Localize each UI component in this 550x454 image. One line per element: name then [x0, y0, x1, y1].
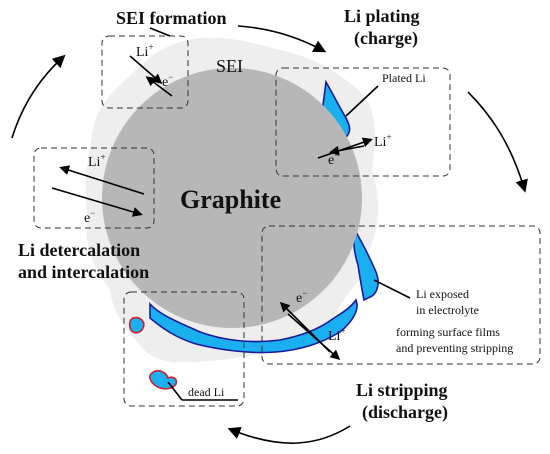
box-detercalation	[33, 147, 155, 229]
label-li-stripping-2: (discharge)	[362, 402, 448, 423]
label-sei-formation: SEI formation	[116, 8, 227, 28]
label-graphite: Graphite	[180, 185, 281, 214]
pointer-plated-li	[345, 85, 379, 117]
pointer-sei-formation	[149, 27, 171, 37]
label-li-plating-1: Li plating	[344, 6, 420, 26]
arrow-strip-li	[287, 313, 341, 360]
label-dead-li: dead Li	[188, 385, 225, 399]
arrow-sei-e	[145, 76, 173, 97]
pointer-li-exposed	[373, 279, 411, 299]
ion-e-sei: e−	[162, 72, 173, 90]
ion-li-strip: Li+	[328, 326, 346, 344]
label-plated-li: Plated Li	[382, 71, 426, 85]
label-sei: SEI	[216, 56, 243, 76]
plated-li-middle	[353, 230, 379, 302]
ion-li-sei: Li+	[136, 42, 154, 60]
label-detercalation-2: and intercalation	[18, 262, 149, 282]
label-li-stripping-1: Li stripping	[356, 380, 448, 400]
ion-e-detercal: e−	[84, 208, 95, 226]
label-forming-1: forming surface films	[396, 325, 500, 339]
graphite-particle	[102, 68, 362, 328]
box-li-stripping	[261, 225, 541, 365]
ion-li-plating: Li+	[374, 132, 392, 150]
box-dead-li	[123, 291, 245, 407]
label-li-plating-2: (charge)	[354, 28, 418, 49]
pointer-dead-li	[167, 381, 183, 401]
arrow-detercal-li-out	[59, 165, 145, 195]
box-sei-formation	[101, 35, 189, 109]
dead-li-large	[149, 370, 178, 390]
arrow-plating-li	[329, 145, 365, 156]
plated-li-bottom	[149, 298, 358, 354]
label-li-exposed-2: in electrolyte	[416, 303, 479, 317]
label-detercalation-1: Li detercalation	[18, 240, 140, 260]
dead-li-small	[128, 316, 145, 334]
label-li-exposed-1: Li exposed	[416, 287, 469, 301]
ion-li-detercal: Li+	[88, 152, 106, 170]
ion-e-strip: e−	[296, 288, 307, 306]
arrow-detercal-li-in	[51, 187, 143, 217]
box-li-plating	[275, 67, 451, 177]
cycle-arrow-left	[11, 54, 66, 139]
cycle-arrow-bottom	[227, 425, 351, 444]
label-forming-2: and preventing stripping	[396, 341, 513, 355]
cycle-arrow-top	[237, 25, 327, 53]
ion-e-plating: e−	[328, 150, 339, 168]
cycle-arrow-right	[467, 91, 528, 193]
